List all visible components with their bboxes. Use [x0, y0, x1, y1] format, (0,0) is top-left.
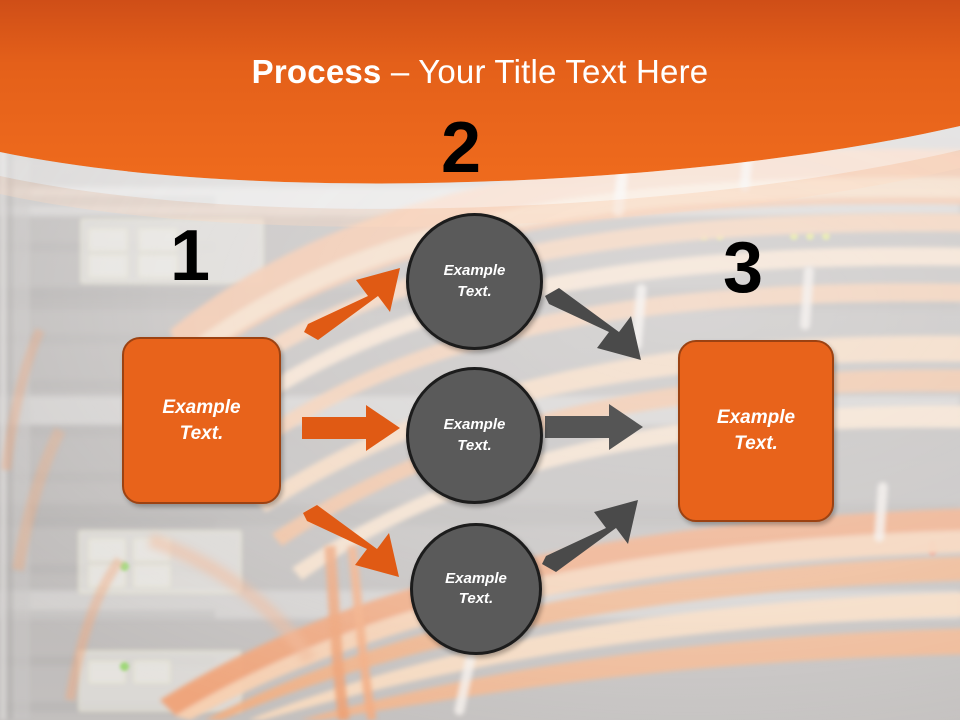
- arrow-box-to-circle-top: [300, 268, 410, 344]
- process-circle-middle[interactable]: Example Text.: [406, 367, 543, 504]
- page-title-bold: Process: [251, 53, 382, 90]
- background-faceplate: [138, 228, 178, 252]
- header-banner: Process – Your Title Text Here: [0, 0, 960, 230]
- process-box-right[interactable]: Example Text.: [678, 340, 834, 522]
- process-box-left[interactable]: Example Text.: [122, 337, 281, 504]
- process-circle-bottom[interactable]: Example Text.: [410, 523, 542, 655]
- arrow-box-to-circle-middle: [302, 405, 402, 451]
- background-led: [806, 232, 814, 240]
- background-faceplate: [138, 254, 178, 278]
- page-title-rest: Your Title Text Here: [418, 53, 709, 90]
- arrow-circle-middle-to-box: [545, 404, 645, 450]
- process-circle-top[interactable]: Example Text.: [406, 213, 543, 350]
- step-number-3: 3: [723, 228, 764, 308]
- process-circle-middle-label: Example Text.: [443, 416, 506, 454]
- background-faceplate: [88, 254, 128, 278]
- background-faceplate: [133, 660, 171, 684]
- background-led: [790, 232, 798, 240]
- background-led: [120, 662, 129, 671]
- step-number-2: 2: [441, 108, 482, 188]
- background-faceplate: [133, 564, 171, 588]
- background-faceplate: [88, 660, 126, 684]
- step-number-1: 1: [170, 216, 211, 296]
- arrow-circle-top-to-box: [545, 288, 655, 360]
- process-circle-top-label: Example Text.: [443, 262, 506, 300]
- background-faceplate: [88, 538, 126, 562]
- page-title: Process – Your Title Text Here: [0, 52, 960, 92]
- background-faceplate: [88, 228, 128, 252]
- arrow-circle-bottom-to-box: [542, 500, 652, 572]
- arrow-box-to-circle-bottom: [303, 505, 413, 577]
- process-circle-bottom-label: Example Text.: [445, 569, 507, 607]
- process-box-right-label: Example Text.: [716, 407, 796, 454]
- page-title-separator: –: [381, 53, 419, 90]
- background-led: [822, 232, 830, 240]
- background-led: [120, 562, 129, 571]
- process-box-left-label: Example Text.: [162, 396, 241, 444]
